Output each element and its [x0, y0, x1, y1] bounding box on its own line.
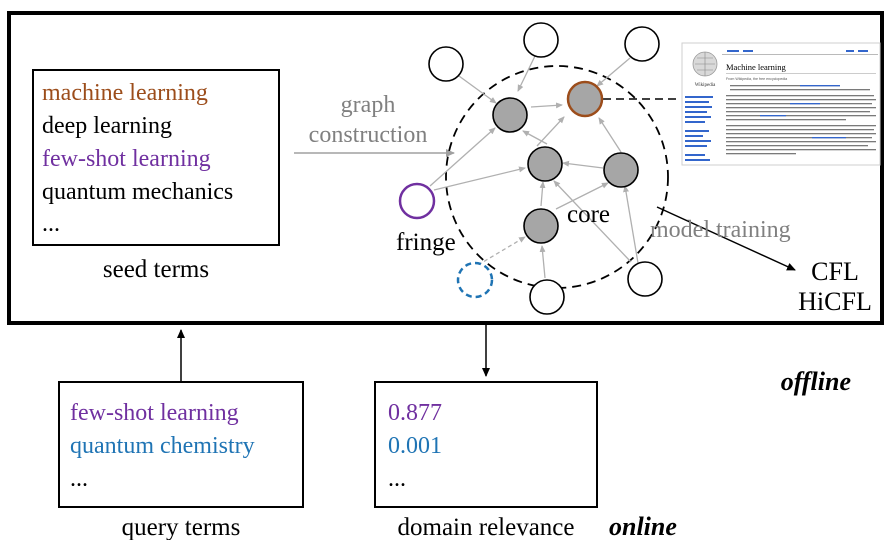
graph-construction-label-line1: graph	[341, 92, 396, 118]
node-core-right	[603, 152, 639, 188]
query-term-1: few-shot learning	[70, 400, 239, 426]
wiki-thumbnail: Wikipedia Machine learning From Wikipedi…	[681, 42, 881, 166]
query-terms-box	[58, 381, 304, 508]
query-terms-caption: query terms	[122, 514, 241, 540]
wiki-body-lines	[726, 85, 876, 155]
online-label: online	[609, 512, 677, 540]
offline-frame	[7, 11, 884, 325]
relevance-caption: domain relevance	[398, 514, 575, 540]
node-outer-bottom	[529, 279, 565, 315]
query-term-ellipsis: ...	[70, 466, 88, 492]
core-label: core	[567, 201, 610, 228]
wiki-article-subtitle: From Wikipedia, the free encyclopedia	[726, 77, 787, 81]
fringe-label: fringe	[396, 229, 456, 256]
node-core-center	[527, 146, 563, 182]
core-boundary	[445, 65, 669, 289]
node-outer-topright	[624, 26, 660, 62]
offline-label: offline	[781, 367, 851, 396]
seed-term-3: few-shot learning	[42, 146, 211, 172]
model-training-label: model training	[650, 217, 791, 243]
relevance-box	[374, 381, 598, 508]
model-training-arrow	[656, 206, 796, 271]
seed-terms-box	[32, 69, 280, 246]
graph-construction-label-line2: construction	[309, 122, 428, 148]
relevance-value-ellipsis: ...	[388, 466, 406, 492]
seed-term-4: quantum mechanics	[42, 179, 233, 205]
query-term-2: quantum chemistry	[70, 433, 255, 459]
relevance-value-1: 0.877	[388, 400, 442, 426]
graph-edges	[429, 55, 639, 279]
wiki-site-name: Wikipedia	[695, 83, 716, 88]
seed-terms-caption: seed terms	[103, 256, 209, 283]
node-outer-topleft	[428, 46, 464, 82]
wiki-article-title: Machine learning	[726, 62, 786, 72]
seed-term-ellipsis: ...	[42, 211, 60, 237]
node-fringe-purple	[398, 182, 436, 220]
node-core-lower	[523, 208, 559, 244]
node-fringe-dashed-blue	[456, 261, 494, 299]
relevance-value-2: 0.001	[388, 433, 442, 459]
seed-term-2: deep learning	[42, 113, 172, 139]
node-outer-bottomright	[627, 261, 663, 297]
node-outer-top	[523, 22, 559, 58]
node-core-upperleft	[492, 97, 528, 133]
node-core-machine-learning	[566, 80, 604, 118]
seed-term-1: machine learning	[42, 80, 208, 106]
model-cfl: CFL	[811, 257, 859, 286]
wiki-sidebar	[685, 96, 713, 161]
model-hicfl: HiCFL	[798, 287, 872, 316]
